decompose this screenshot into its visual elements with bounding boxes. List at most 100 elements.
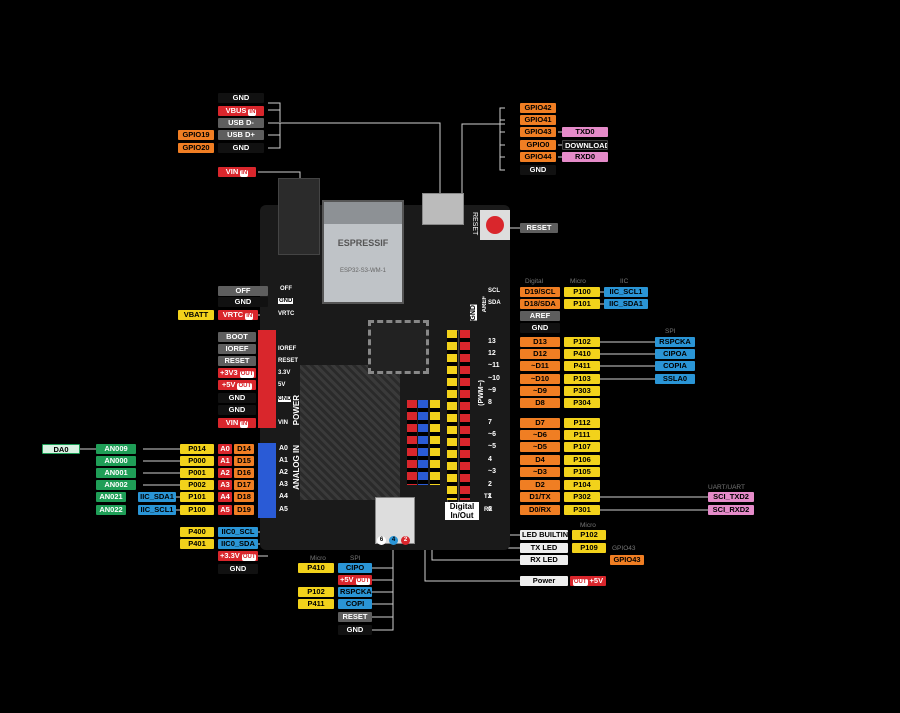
gpio0: GPIO0 — [520, 140, 556, 150]
digital-pin-label: D13 — [520, 337, 560, 347]
in-badge: IN — [245, 313, 254, 320]
hdr-micro: Micro — [570, 278, 586, 285]
icsp-p410: P410 — [298, 563, 334, 573]
d19-label: D19 — [234, 505, 254, 515]
p400: P400 — [180, 527, 214, 537]
rtc-vrtc-text: VRTC — [222, 310, 244, 319]
digital-func-label: CIPOA — [655, 349, 695, 359]
digital-func-label: RSPCKA — [655, 337, 695, 347]
a2-label: A2 — [218, 468, 232, 478]
analog-silk-a5: A5 — [279, 506, 288, 513]
da0: DA0 — [42, 444, 80, 454]
digital-port-label: P102 — [564, 337, 600, 347]
d18-sda: D18/SDA — [520, 299, 560, 309]
power-header — [258, 330, 276, 428]
rtc-vbatt: VBATT — [178, 310, 214, 320]
digital-pin-number: 4 — [488, 456, 492, 463]
digital-func-label: SCI_TXD2 — [708, 492, 754, 502]
reset-button-silk: RESET — [471, 212, 478, 236]
iic-3v3-text: +3.3V — [220, 551, 240, 560]
digital-port-label: P301 — [564, 505, 600, 515]
d18-label: D18 — [234, 492, 254, 502]
led-p102: P102 — [572, 530, 606, 540]
digital-port-label: P302 — [564, 492, 600, 502]
p401: P401 — [180, 539, 214, 549]
icsp-pin-6: 6 — [377, 536, 386, 545]
digital-pin-number: 0 — [488, 506, 492, 513]
power-vin-text: VIN — [225, 418, 239, 427]
icsp-p411: P411 — [298, 599, 334, 609]
power-silk-title: POWER — [292, 395, 301, 426]
digital-func-label: COPIA — [655, 361, 695, 371]
digital-pin-label: D7 — [520, 418, 560, 428]
digital-pin-number: 7 — [488, 419, 492, 426]
led-tx: TX LED — [520, 543, 568, 553]
digital-port-label: P106 — [564, 455, 600, 465]
analog-silk-a2: A2 — [279, 469, 288, 476]
digital-port-label: P411 — [564, 361, 600, 371]
power-reset: RESET — [218, 356, 256, 366]
a4-label: A4 — [218, 492, 232, 502]
an022: AN022 — [96, 505, 126, 515]
digital-silk-pwm: (PWM~) — [478, 380, 485, 406]
digital-port-label: P103 — [564, 374, 600, 384]
an002: AN002 — [96, 480, 136, 490]
in-badge: IN — [248, 109, 257, 116]
digital-pin-label: ~D10 — [520, 374, 560, 384]
icsp-copi: COPI — [338, 599, 372, 609]
d17-label: D17 — [234, 480, 254, 490]
digital-pin-label: ~D5 — [520, 442, 560, 452]
analog-aux-blue — [418, 400, 428, 485]
reset-button[interactable] — [480, 210, 510, 240]
analog-silk-title: ANALOG IN — [292, 445, 301, 490]
gpio-gnd: GND — [520, 165, 556, 175]
aref: AREF — [520, 311, 560, 321]
reset-button-cap[interactable] — [486, 216, 504, 234]
icsp-hdr-spi: SPI — [350, 555, 361, 562]
a5-label: A5 — [218, 505, 232, 515]
power-gnd1: GND — [218, 393, 256, 403]
digital-pin-label: D2 — [520, 480, 560, 490]
digital-port-label: P304 — [564, 398, 600, 408]
power-silk-ioref: IOREF — [278, 346, 297, 352]
iic-scl1-right: IIC_SCL1 — [604, 287, 648, 297]
an000: AN000 — [96, 456, 136, 466]
digital-pin-label: D12 — [520, 349, 560, 359]
digital-silk-title: Digital In/Out — [445, 502, 479, 520]
an001: AN001 — [96, 468, 136, 478]
digital-silk-scl: SCL — [488, 288, 500, 294]
analog-silk-a0: A0 — [279, 445, 288, 452]
usb-vbus-text: VBUS — [225, 106, 247, 115]
digital-port-label: P112 — [564, 418, 600, 428]
out-badge: OUT — [239, 371, 255, 378]
led-gpio43: GPIO43 — [610, 555, 644, 565]
download: DOWNLOAD — [562, 140, 608, 150]
hdr-uart: UART/UART — [708, 484, 745, 491]
p100-right: P100 — [564, 287, 600, 297]
analog-silk-a3: A3 — [279, 481, 288, 488]
digital-pin-number: ~11 — [488, 362, 500, 369]
usb-gnd-top: GND — [218, 93, 264, 103]
led-power: Power — [520, 576, 568, 586]
p101: P101 — [180, 492, 214, 502]
digital-pin-number: ~10 — [488, 375, 500, 382]
hdr-iic: IIC — [620, 278, 629, 285]
chip-model: ESP32-S3-WM-1 — [339, 268, 386, 274]
digital-header-yellow — [447, 330, 457, 500]
iic-gnd: GND — [218, 564, 258, 574]
digital-gnd: GND — [520, 323, 560, 333]
led-5v: OUT+5V — [570, 576, 606, 586]
power-silk-vin: VIN — [278, 420, 289, 426]
p000: P000 — [180, 456, 214, 466]
led-rx: RX LED — [520, 555, 568, 565]
digital-pin-label: ~D3 — [520, 467, 560, 477]
a3-label: A3 — [218, 480, 232, 490]
out-badge: OUT — [572, 579, 588, 586]
hdr-spi: SPI — [665, 328, 676, 335]
power-3v3-text: +3V3 — [220, 368, 238, 377]
usb-dm: USB D- — [218, 118, 264, 128]
digital-pin-number: 8 — [488, 399, 492, 406]
